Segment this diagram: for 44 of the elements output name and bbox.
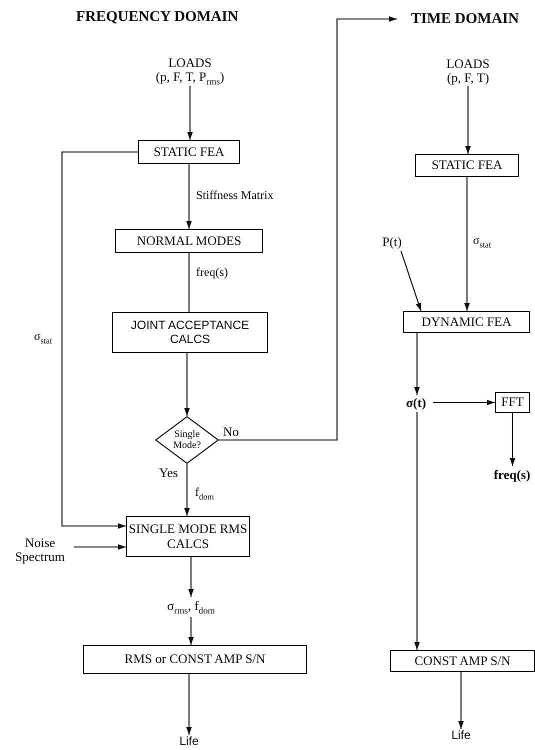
process-box: CONST AMP S/N <box>390 650 535 672</box>
arrow <box>186 674 192 735</box>
arrow <box>188 557 194 597</box>
input-label: Noise Spectrum <box>6 534 74 566</box>
output-label: freq(s) <box>488 466 535 484</box>
arrow <box>510 413 516 466</box>
process-box: SINGLE MODE RMS CALCS <box>126 516 250 557</box>
arrow <box>184 353 190 416</box>
edge-label: No <box>222 425 240 440</box>
process-box: DYNAMIC FEA <box>403 311 530 333</box>
arrow <box>400 250 422 312</box>
arrow <box>188 617 194 645</box>
arrow <box>219 16 397 441</box>
process-box: RMS or CONST AMP S/N <box>83 645 307 674</box>
output-label: σ$_{rms}$, f$_{dom}$ <box>148 597 234 617</box>
result-label: Life <box>446 729 476 743</box>
arrow <box>61 151 138 529</box>
arrow <box>464 177 470 311</box>
arrow <box>458 672 464 729</box>
arrow <box>414 412 420 650</box>
process-box: NORMAL MODES <box>115 229 263 253</box>
process-box: STATIC FEA <box>138 140 240 164</box>
section-heading: FREQUENCY DOMAIN <box>75 9 240 26</box>
arrow <box>433 400 495 406</box>
edge-label: Yes <box>158 466 179 480</box>
arrow <box>184 464 190 516</box>
signal-label: σ(t) <box>399 394 433 412</box>
load-label: LOADS (p, F, T) <box>420 56 516 86</box>
process-box: FFT <box>495 392 530 413</box>
process-box: STATIC FEA <box>415 154 519 177</box>
arrow <box>187 86 193 140</box>
load-label: LOADS (p, F, T, P$_{rms}$) <box>140 56 240 86</box>
decision-diamond: Single Mode? <box>155 416 219 464</box>
signal-label: f$_{dom}$ <box>194 486 215 502</box>
result-label: Life <box>172 735 206 749</box>
arrow <box>465 86 471 154</box>
process-box: JOINT ACCEPTANCE CALCS <box>112 312 268 353</box>
edge-label: freq(s) <box>195 266 229 280</box>
section-heading: TIME DOMAIN <box>397 9 533 29</box>
edge-label: Stiffness Matrix <box>195 189 274 202</box>
arrow <box>186 164 192 229</box>
arrow <box>74 544 126 550</box>
arrow <box>414 333 420 395</box>
input-label: P(t) <box>377 233 407 251</box>
